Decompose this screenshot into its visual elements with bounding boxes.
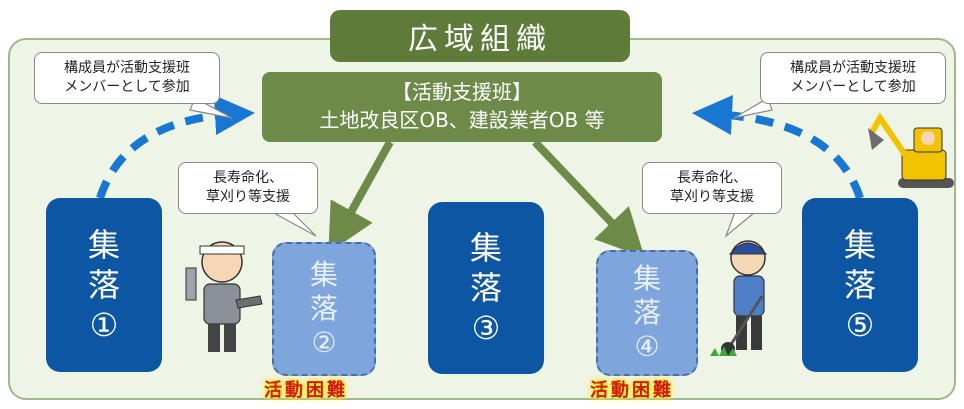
village-label: 集 [469,229,502,267]
callout-line: メンバーとして参加 [64,79,190,95]
village-5: 集 落 ⑤ [802,198,918,372]
excavator-illustration [868,112,954,188]
village-label: 落 [632,296,661,329]
activity-difficulty-label-2: 活動困難 [264,380,348,401]
village-number: ③ [471,309,501,347]
village-label: 落 [309,292,338,325]
callout-line: 草刈り等支援 [670,189,754,205]
worker-illustration-right [710,240,768,356]
support-team-box: 【活動支援班】 土地改良区OB、建設業者OB 等 [262,72,662,142]
village-number: ① [89,306,119,344]
village-label: 集 [843,226,876,264]
support-team-members: 土地改良区OB、建設業者OB 等 [319,108,605,132]
village-number: ② [311,326,337,359]
participation-arrow-village-1 [96,95,255,200]
callout-participation-right: 構成員が活動支援班 メンバーとして参加 [760,52,946,104]
callout-line: メンバーとして参加 [790,79,916,95]
village-number: ⑤ [845,306,875,344]
worker-illustration-left [185,241,263,352]
village-3: 集 落 ③ [428,202,544,374]
village-label: 集 [632,262,661,295]
village-label: 集 [309,258,338,291]
village-2-difficult: 集 落 ② [272,242,376,376]
village-1: 集 落 ① [46,198,162,372]
support-arrow-to-village-4 [532,139,645,258]
callout-line: 長寿命化、 [213,170,283,186]
activity-difficulty-label-4: 活動困難 [590,380,674,401]
callout-line: 構成員が活動支援班 [64,60,190,76]
support-arrow-to-village-2 [328,140,394,253]
callout-support-right: 長寿命化、 草刈り等支援 [642,162,782,214]
callout-line: 長寿命化、 [677,170,747,186]
callout-line: 構成員が活動支援班 [790,60,916,76]
village-label: 落 [469,269,502,307]
village-4-difficult: 集 落 ④ [596,250,698,376]
regional-organization-title: 広域組織 [408,22,552,57]
callout-line: 草刈り等支援 [206,189,290,205]
support-team-title: 【活動支援班】 [392,80,532,104]
callout-support-left: 長寿命化、 草刈り等支援 [178,162,318,214]
village-label: 落 [843,266,876,304]
village-label: 集 [87,226,120,264]
callout-participation-left: 構成員が活動支援班 メンバーとして参加 [34,52,220,104]
regional-organization-box: 広域組織 [330,10,630,62]
village-label: 落 [87,266,120,304]
village-number: ④ [634,330,660,363]
